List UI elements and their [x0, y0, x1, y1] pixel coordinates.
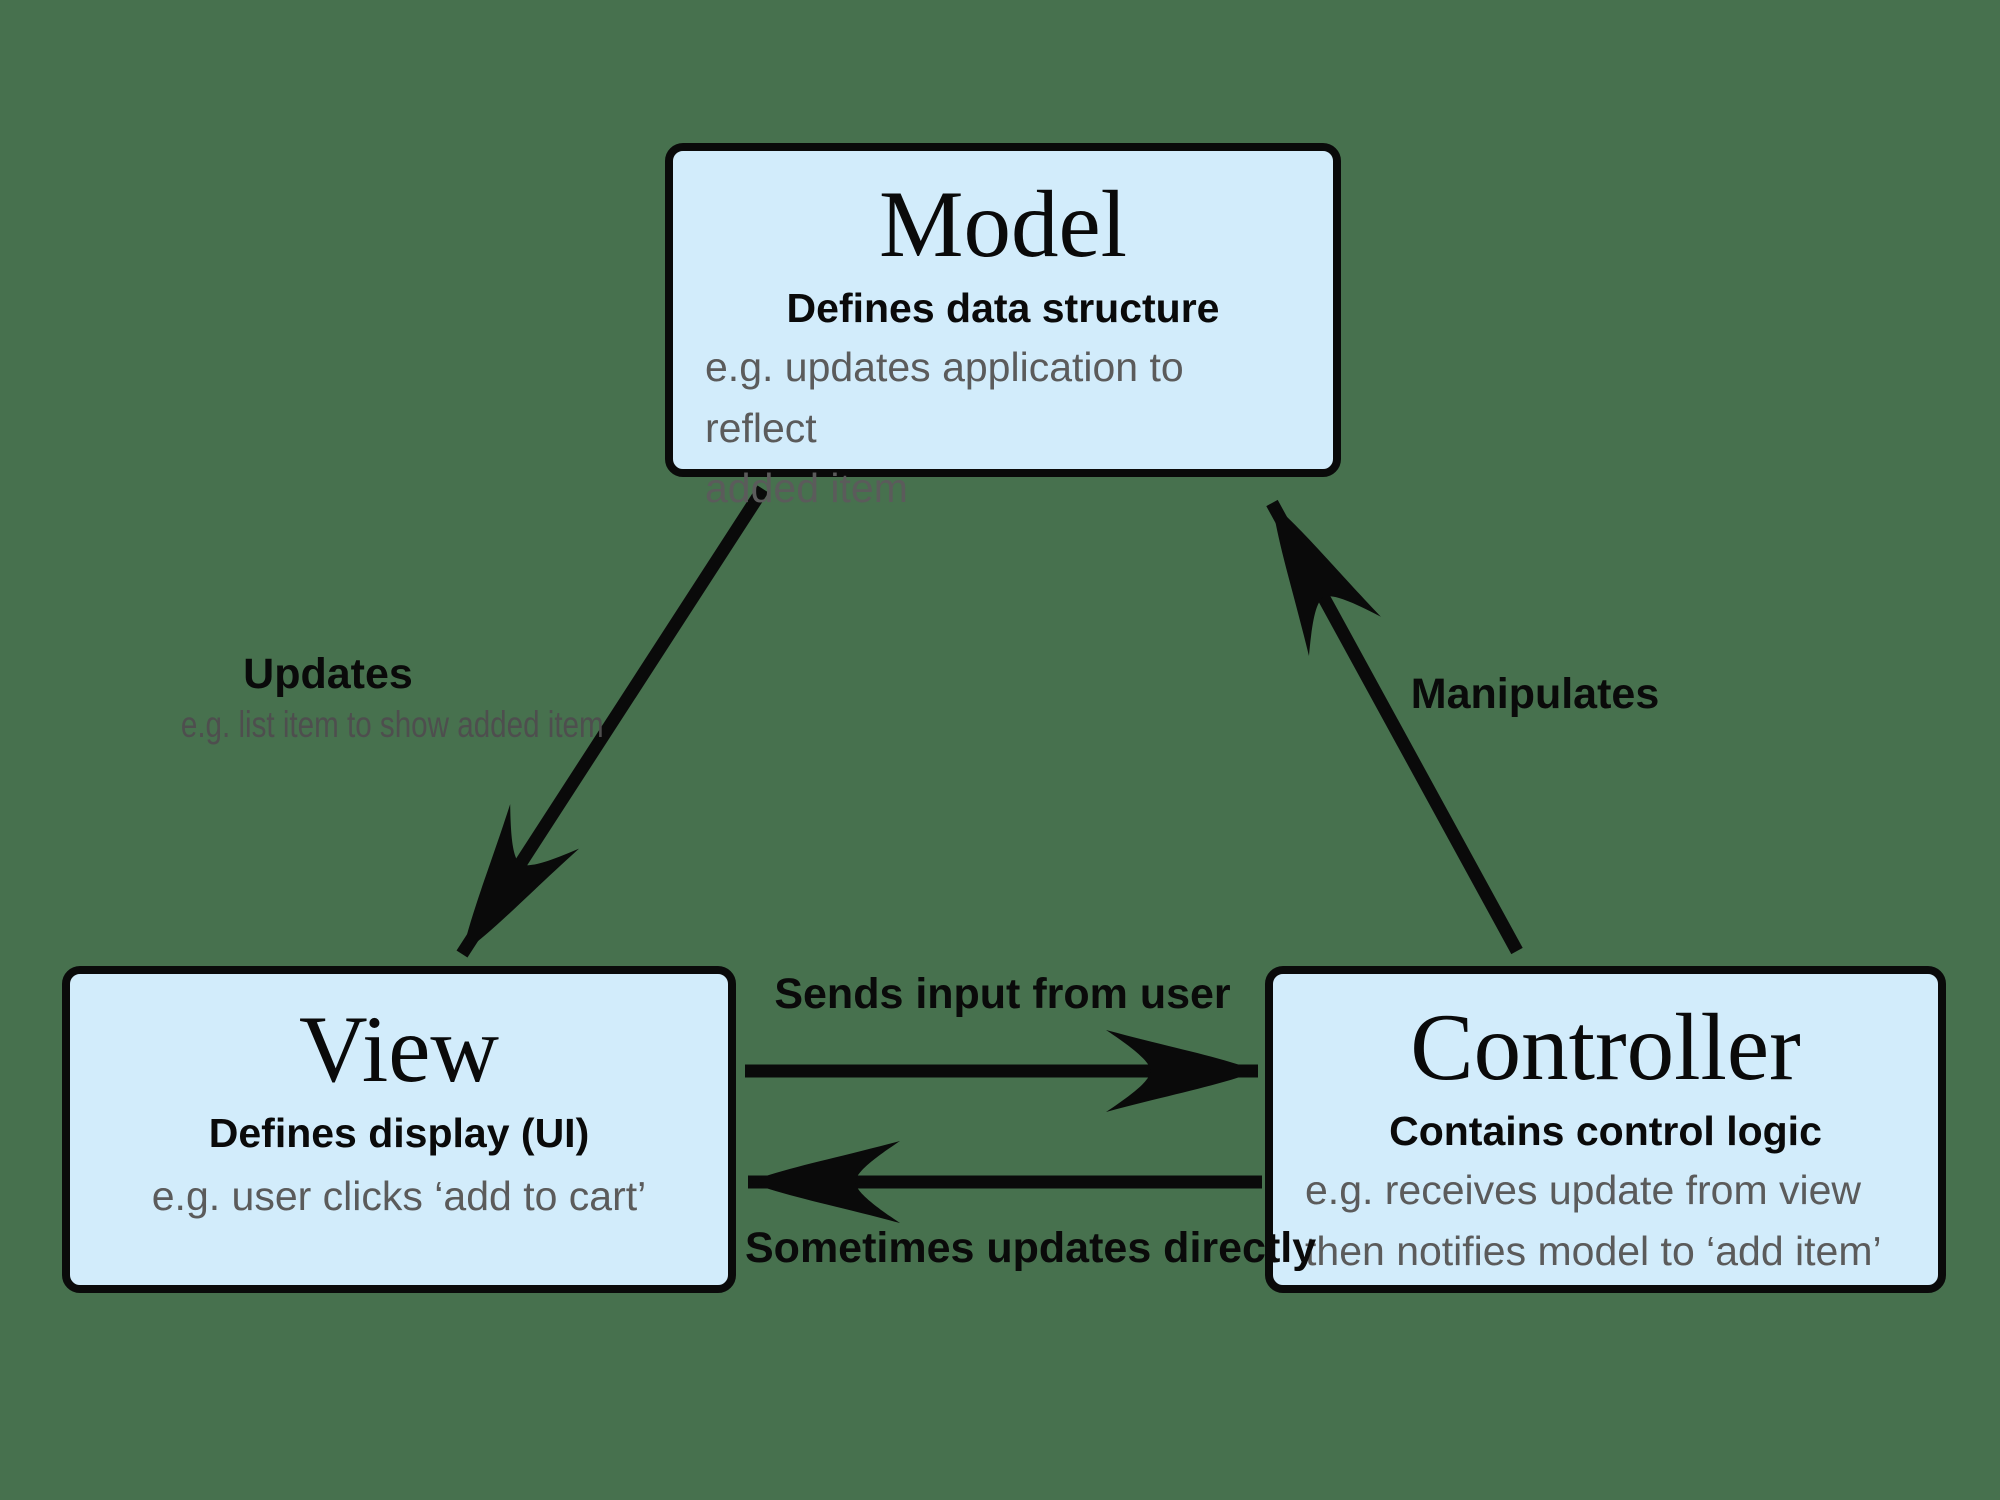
- view-example: e.g. user clicks ‘add to cart’: [151, 1173, 647, 1220]
- model-example-line: e.g. updates application to reflect: [705, 344, 1184, 451]
- controller-example-line: then notifies model to ‘add item’: [1305, 1227, 1882, 1274]
- model-example-line: added item: [705, 465, 908, 512]
- edge-label-sends-input: Sends input from user: [774, 970, 1231, 1018]
- view-subtitle: Defines display (UI): [208, 1109, 590, 1156]
- edge-label-sometimes-updates: Sometimes updates directly: [745, 1224, 1317, 1272]
- edge-label-updates: Updates: [243, 650, 413, 698]
- controller-node: Controller Contains control logic e.g. r…: [1265, 966, 1946, 1293]
- controller-example: e.g. receives update from view then noti…: [1273, 1160, 1938, 1281]
- controller-title: Controller: [1410, 994, 1801, 1100]
- model-node: Model Defines data structure e.g. update…: [665, 143, 1341, 511]
- controller-subtitle: Contains control logic: [1389, 1107, 1822, 1154]
- model-title: Model: [878, 171, 1128, 277]
- model-example: e.g. updates application to reflect adde…: [673, 337, 1333, 519]
- edge-sublabel-updates-text: e.g. list item to show added item: [180, 704, 604, 745]
- edge-sublabel-updates: e.g. list item to show added item: [128, 704, 604, 746]
- view-node: View Defines display (UI) e.g. user clic…: [62, 966, 736, 1293]
- model-subtitle: Defines data structure: [786, 284, 1220, 331]
- arrow-model-to-view: [456, 485, 769, 958]
- edge-label-manipulates: Manipulates: [1410, 670, 1660, 718]
- view-title: View: [298, 996, 500, 1102]
- arrow-controller-to-model: [1266, 499, 1523, 955]
- controller-example-line: e.g. receives update from view: [1305, 1167, 1862, 1214]
